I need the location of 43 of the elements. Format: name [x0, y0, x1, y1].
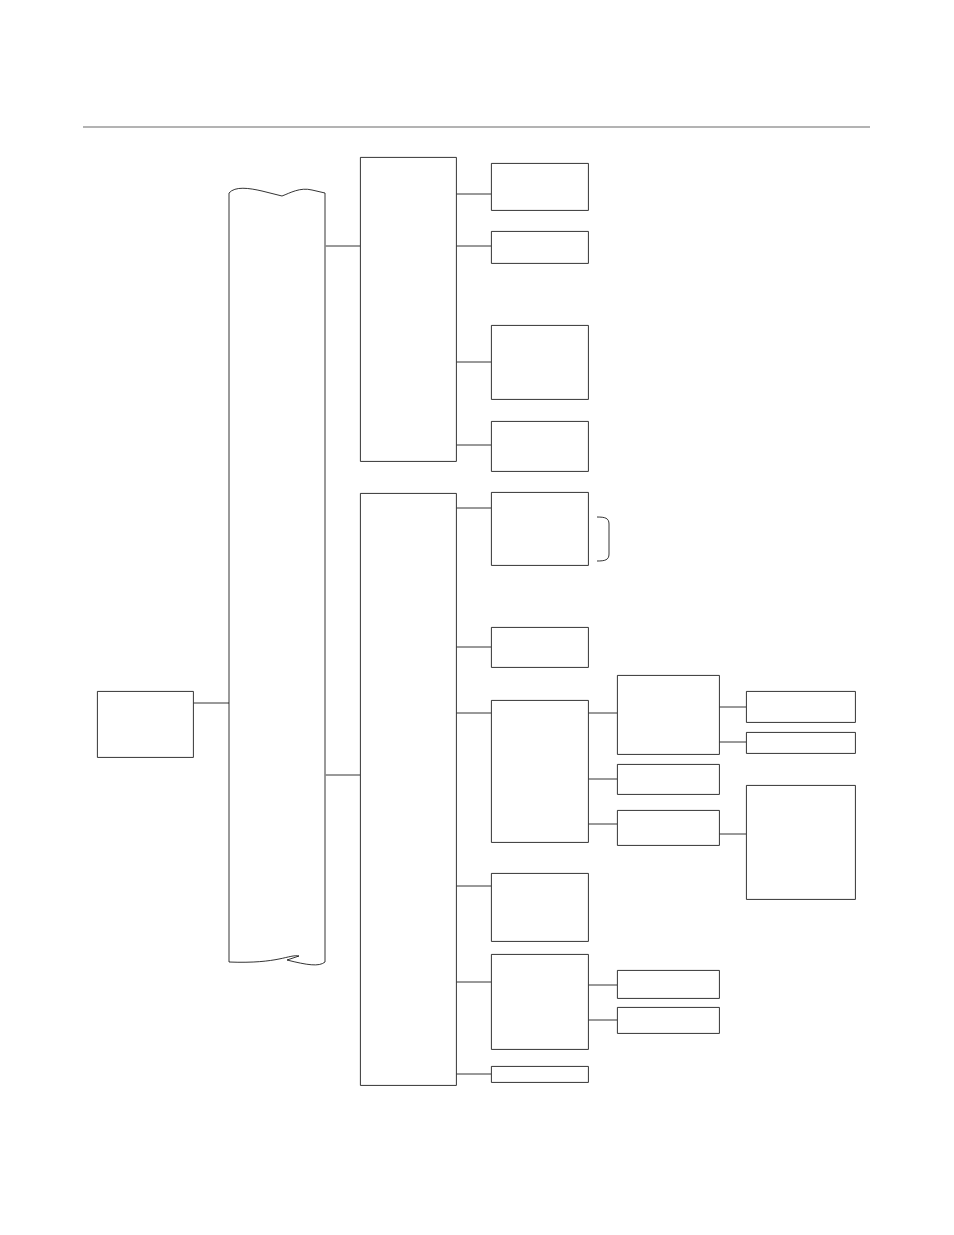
- connector-line: [325, 245, 361, 247]
- box: [617, 764, 720, 795]
- connector-line: [719, 706, 747, 708]
- box: [746, 785, 856, 900]
- box: [617, 675, 720, 755]
- box: [491, 231, 589, 264]
- connector-line: [456, 646, 492, 648]
- connector-line: [588, 1019, 618, 1021]
- box: [491, 163, 589, 211]
- box: [491, 1066, 589, 1083]
- box: [617, 810, 720, 846]
- connector-line: [456, 245, 492, 247]
- box: [360, 157, 457, 462]
- connector-line: [456, 193, 492, 195]
- box: [491, 700, 589, 843]
- box: [360, 493, 457, 1086]
- connector-line: [588, 823, 618, 825]
- connector-line: [588, 778, 618, 780]
- connector-line: [588, 712, 618, 714]
- box: [617, 1007, 720, 1034]
- box: [491, 492, 589, 566]
- connector-line: [456, 1073, 492, 1075]
- connector-line: [719, 741, 747, 743]
- box: [491, 627, 589, 668]
- connector-line: [719, 833, 747, 835]
- box: [491, 421, 589, 472]
- connector-line: [456, 361, 492, 363]
- box: [746, 691, 856, 723]
- connector-line: [456, 885, 492, 887]
- connector-line: [193, 702, 230, 704]
- connector-line: [456, 712, 492, 714]
- connector-line: [456, 981, 492, 983]
- box: [491, 954, 589, 1050]
- connector-line: [456, 507, 492, 509]
- band: [228, 187, 326, 966]
- box: [97, 691, 194, 758]
- box: [491, 873, 589, 942]
- connector-line: [456, 444, 492, 446]
- box: [491, 325, 589, 400]
- box: [746, 732, 856, 754]
- box: [617, 970, 720, 999]
- connector-line: [588, 984, 618, 986]
- connector-line: [325, 774, 361, 776]
